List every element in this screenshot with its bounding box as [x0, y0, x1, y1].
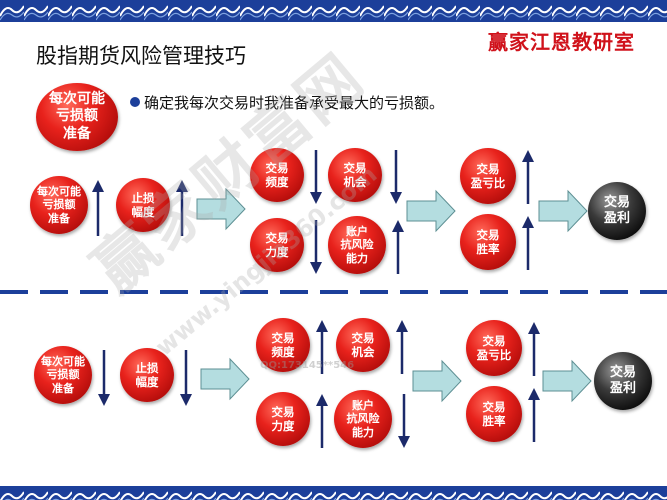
arrow-up-icon	[392, 220, 404, 274]
bullet-point: 确定我每次交易时我准备承受最大的亏损额。	[130, 92, 444, 113]
block-arrow-right-icon	[412, 359, 462, 403]
brand-name: 赢家江恩教研室	[488, 30, 635, 54]
arrow-up-icon	[522, 150, 534, 204]
bottom-stop-loss-node: 止损 幅度	[120, 348, 174, 402]
bottom-pl-ratio-node: 交易 盈亏比	[466, 320, 522, 376]
top-strength-node: 交易 力度	[250, 218, 304, 272]
top-frequency-node: 交易 频度	[250, 148, 304, 202]
top-pl-ratio-node: 交易 盈亏比	[460, 148, 516, 204]
bottom-opportunity-node: 交易 机会	[336, 318, 390, 372]
bottom-win-rate-node: 交易 胜率	[466, 386, 522, 442]
intro-loss-node: 每次可能 亏损额 准备	[36, 83, 118, 151]
top-account-risk-node: 账户 抗风险 能力	[328, 216, 386, 274]
block-arrow-right-icon	[200, 357, 250, 401]
wave-pattern	[0, 0, 667, 22]
arrow-up-icon	[528, 388, 540, 442]
bottom-account-risk-node: 账户 抗风险 能力	[334, 390, 392, 448]
top-decorative-band	[0, 0, 667, 22]
arrow-down-icon	[310, 220, 322, 274]
bottom-strength-node: 交易 力度	[256, 392, 310, 446]
arrow-up-icon	[92, 180, 104, 236]
arrow-down-icon	[180, 350, 192, 406]
bottom-profit-node: 交易 盈利	[594, 352, 652, 410]
arrow-down-icon	[390, 150, 402, 204]
top-win-rate-node: 交易 胜率	[460, 214, 516, 270]
block-arrow-right-icon	[406, 189, 456, 233]
wave-pattern	[0, 486, 667, 500]
section-divider	[0, 290, 667, 294]
arrow-down-icon	[398, 394, 410, 448]
arrow-up-icon	[528, 322, 540, 376]
top-loss-amount-node: 每次可能 亏损额 准备	[30, 176, 88, 234]
page-title: 股指期货风险管理技巧	[36, 44, 246, 68]
arrow-up-icon	[522, 216, 534, 270]
arrow-up-icon	[396, 320, 408, 374]
bottom-frequency-node: 交易 频度	[256, 318, 310, 372]
qq-watermark: QQ:173145**546	[260, 360, 355, 371]
arrow-up-icon	[176, 180, 188, 236]
bottom-loss-amount-node: 每次可能 亏损额 准备	[34, 346, 92, 404]
top-stop-loss-node: 止损 幅度	[116, 178, 170, 232]
arrow-up-icon	[316, 394, 328, 448]
top-profit-node: 交易 盈利	[588, 182, 646, 240]
top-opportunity-node: 交易 机会	[328, 148, 382, 202]
bottom-decorative-band	[0, 486, 667, 500]
bullet-text: 确定我每次交易时我准备承受最大的亏损额。	[144, 94, 445, 112]
arrow-down-icon	[310, 150, 322, 204]
bullet-dot-icon	[130, 97, 140, 107]
block-arrow-right-icon	[538, 189, 588, 233]
block-arrow-right-icon	[542, 359, 592, 403]
arrow-up-icon	[316, 320, 328, 374]
block-arrow-right-icon	[196, 187, 246, 231]
arrow-down-icon	[98, 350, 110, 406]
